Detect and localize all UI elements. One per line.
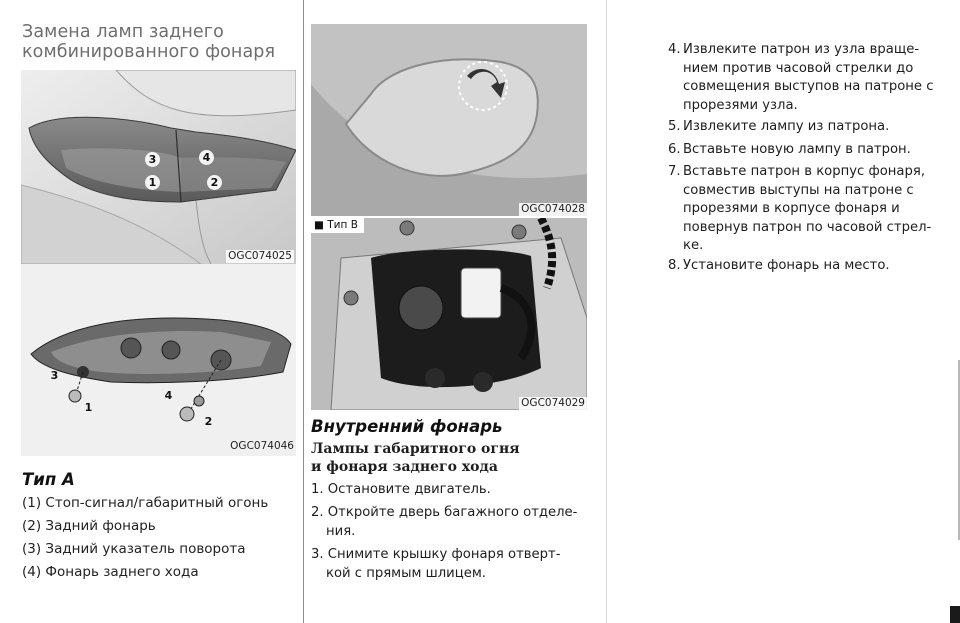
step-number: 8. <box>668 258 681 273</box>
column-divider-right <box>606 0 607 623</box>
step-text-cont: ния. <box>326 524 356 539</box>
step-item: 8.Установите фонарь на место. <box>668 257 946 276</box>
subheading-line2: и фонаря заднего хода <box>311 459 498 475</box>
figure-lamp-cover: OGC074028 <box>311 24 587 216</box>
step-item: 1. Остановите двигатель. <box>311 480 591 499</box>
figure-exploded-lamp: 3 4 1 2 OGC074046 <box>21 264 296 456</box>
step-number: 3. <box>311 547 324 562</box>
inner-lamp-steps: 1. Остановите двигатель. 2. Откройте две… <box>311 480 591 583</box>
figure-inner-lamp-sockets: ■ Тип B OGC074029 <box>311 218 587 410</box>
type-a-heading: Тип A <box>22 470 75 489</box>
figure-code: OGC074029 <box>519 397 587 410</box>
step-item: 6.Вставьте новую лампу в патрон. <box>668 141 946 160</box>
subheading-line1: Лампы габаритного огня <box>311 441 520 457</box>
type-a-list: (1) Стоп-сигнал/габаритный огонь (2) Зад… <box>22 492 302 584</box>
step-text-cont: прорезями узла. <box>683 97 798 113</box>
step-text: Извлеките патрон из узла враще- <box>683 42 920 57</box>
section-title-line1: Замена ламп заднего <box>22 22 224 42</box>
step-item: 7.Вставьте патрон в корпус фонаря, совме… <box>668 163 946 256</box>
callout-1: 1 <box>84 401 93 414</box>
type-b-tag: ■ Тип B <box>311 218 364 233</box>
step-number: 5. <box>668 119 681 134</box>
figure-code: OGC074025 <box>226 250 294 263</box>
callout-4: 4 <box>164 389 173 402</box>
list-item: (3) Задний указатель поворота <box>22 541 246 557</box>
list-item: (4) Фонарь заднего хода <box>22 564 199 580</box>
step-text: Остановите двигатель. <box>327 482 491 497</box>
inner-lamp-heading: Внутренний фонарь <box>311 417 503 436</box>
figure-code: OGC074028 <box>519 203 587 216</box>
step-text: Вставьте новую лампу в патрон. <box>683 142 911 157</box>
step-text-cont: прорезями в корпусе фонаря и <box>683 201 900 216</box>
step-number: 7. <box>668 164 681 179</box>
inner-lamp-subheading: Лампы габаритного огня и фонаря заднего … <box>311 440 520 476</box>
callout-2: 2 <box>204 415 213 428</box>
callout-4: 4 <box>199 150 214 165</box>
list-item: (2) Задний фонарь <box>22 518 156 534</box>
step-item: 5.Извлеките лампу из патрона. <box>668 118 946 137</box>
callout-3: 3 <box>145 152 160 167</box>
step-number: 4. <box>668 42 681 57</box>
step-text: Снимите крышку фонаря отверт- <box>327 547 561 562</box>
callout-1: 1 <box>145 175 160 190</box>
lamp-cover-illustration <box>311 24 587 216</box>
step-number: 2. <box>311 505 324 520</box>
step-text-cont: повернув патрон по часовой стрел- <box>683 219 932 235</box>
figure-code: OGC074046 <box>230 440 294 452</box>
callout-2: 2 <box>207 175 222 190</box>
step-item: 4.Извлеките патрон из узла враще- нием п… <box>668 41 946 115</box>
step-text-cont: нием против часовой стрелки до <box>683 60 914 76</box>
callout-3: 3 <box>50 369 59 382</box>
step-number: 1. <box>311 482 324 497</box>
exploded-lamp-illustration <box>30 317 292 422</box>
inner-lamp-illustration <box>311 218 587 410</box>
page-tab-marker <box>950 606 960 623</box>
page-edge-line <box>958 360 960 540</box>
step-text-cont: совмещения выступов на патроне с <box>683 79 934 94</box>
section-title-line2: комбинированного фонаря <box>22 42 276 62</box>
list-item: (1) Стоп-сигнал/габаритный огонь <box>22 495 269 511</box>
section-title: Замена ламп заднего комбинированного фон… <box>22 22 302 62</box>
step-text-cont: совместив выступы на патроне с <box>683 182 914 198</box>
tail-lamp-illustration <box>21 70 296 264</box>
step-text-cont: ке. <box>683 238 704 253</box>
step-text-cont: кой с прямым шлицем. <box>326 566 486 581</box>
column-divider-left <box>303 0 304 623</box>
step-number: 6. <box>668 142 681 157</box>
step-text: Откройте дверь багажного отделе- <box>327 505 578 520</box>
step-text: Вставьте патрон в корпус фонаря, <box>683 164 926 179</box>
step-text: Извлеките лампу из патрона. <box>683 119 890 134</box>
step-item: 2. Откройте дверь багажного отделе- ния. <box>311 503 591 541</box>
figure-tail-lamp-callouts: 3 4 1 2 OGC074025 <box>21 70 296 264</box>
step-item: 3. Снимите крышку фонаря отверт- кой с п… <box>311 545 591 583</box>
step-text: Установите фонарь на место. <box>683 258 890 273</box>
